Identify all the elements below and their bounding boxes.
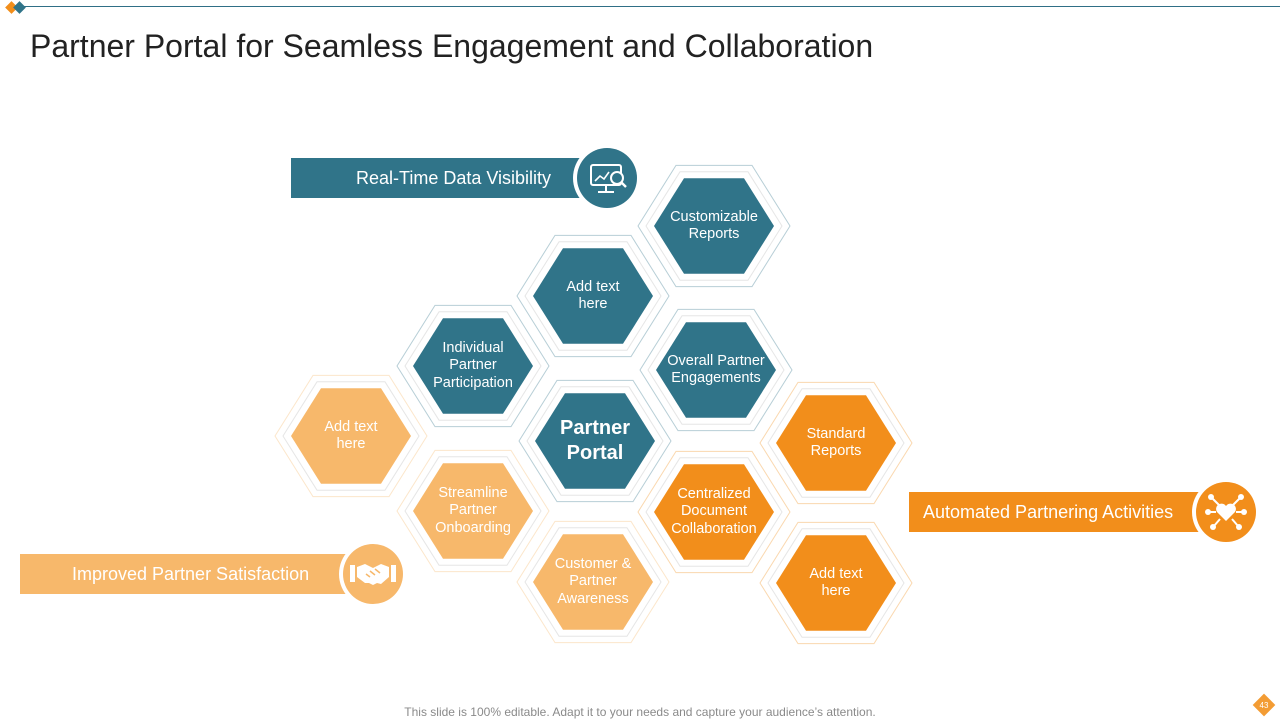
top-rule — [22, 6, 1280, 7]
monitor-analytics-icon — [573, 144, 641, 212]
footer-note: This slide is 100% editable. Adapt it to… — [404, 705, 876, 719]
hex-centralized-document-collaboration — [654, 464, 774, 560]
hex-customizable-reports — [654, 178, 774, 274]
hex-customer-partner-awareness — [533, 534, 653, 630]
hex-add-text-left — [291, 388, 411, 484]
real-time-banner-bar — [291, 158, 591, 198]
network-heart-icon — [1192, 478, 1260, 546]
real-time-banner-label: Real-Time Data Visibility — [356, 167, 552, 188]
hex-streamline-partner-onboarding — [413, 463, 533, 559]
handshake-icon — [339, 540, 407, 608]
improved-banner-label: Improved Partner Satisfaction — [72, 563, 310, 584]
hex-overall-partner-engagements — [656, 322, 776, 418]
hex-partner-portal — [535, 393, 655, 489]
improved-banner-bar — [20, 554, 360, 594]
hex-standard-reports — [776, 395, 896, 491]
hex-add-text-top — [533, 248, 653, 344]
page-number: 43 — [1254, 695, 1274, 715]
automated-banner-bar — [909, 492, 1209, 532]
automated-banner-label: Automated Partnering Activities — [923, 501, 1174, 522]
hex-individual-partner-participation — [413, 318, 533, 414]
page-title: Partner Portal for Seamless Engagement a… — [30, 28, 874, 64]
hex-add-text-right — [776, 535, 896, 631]
